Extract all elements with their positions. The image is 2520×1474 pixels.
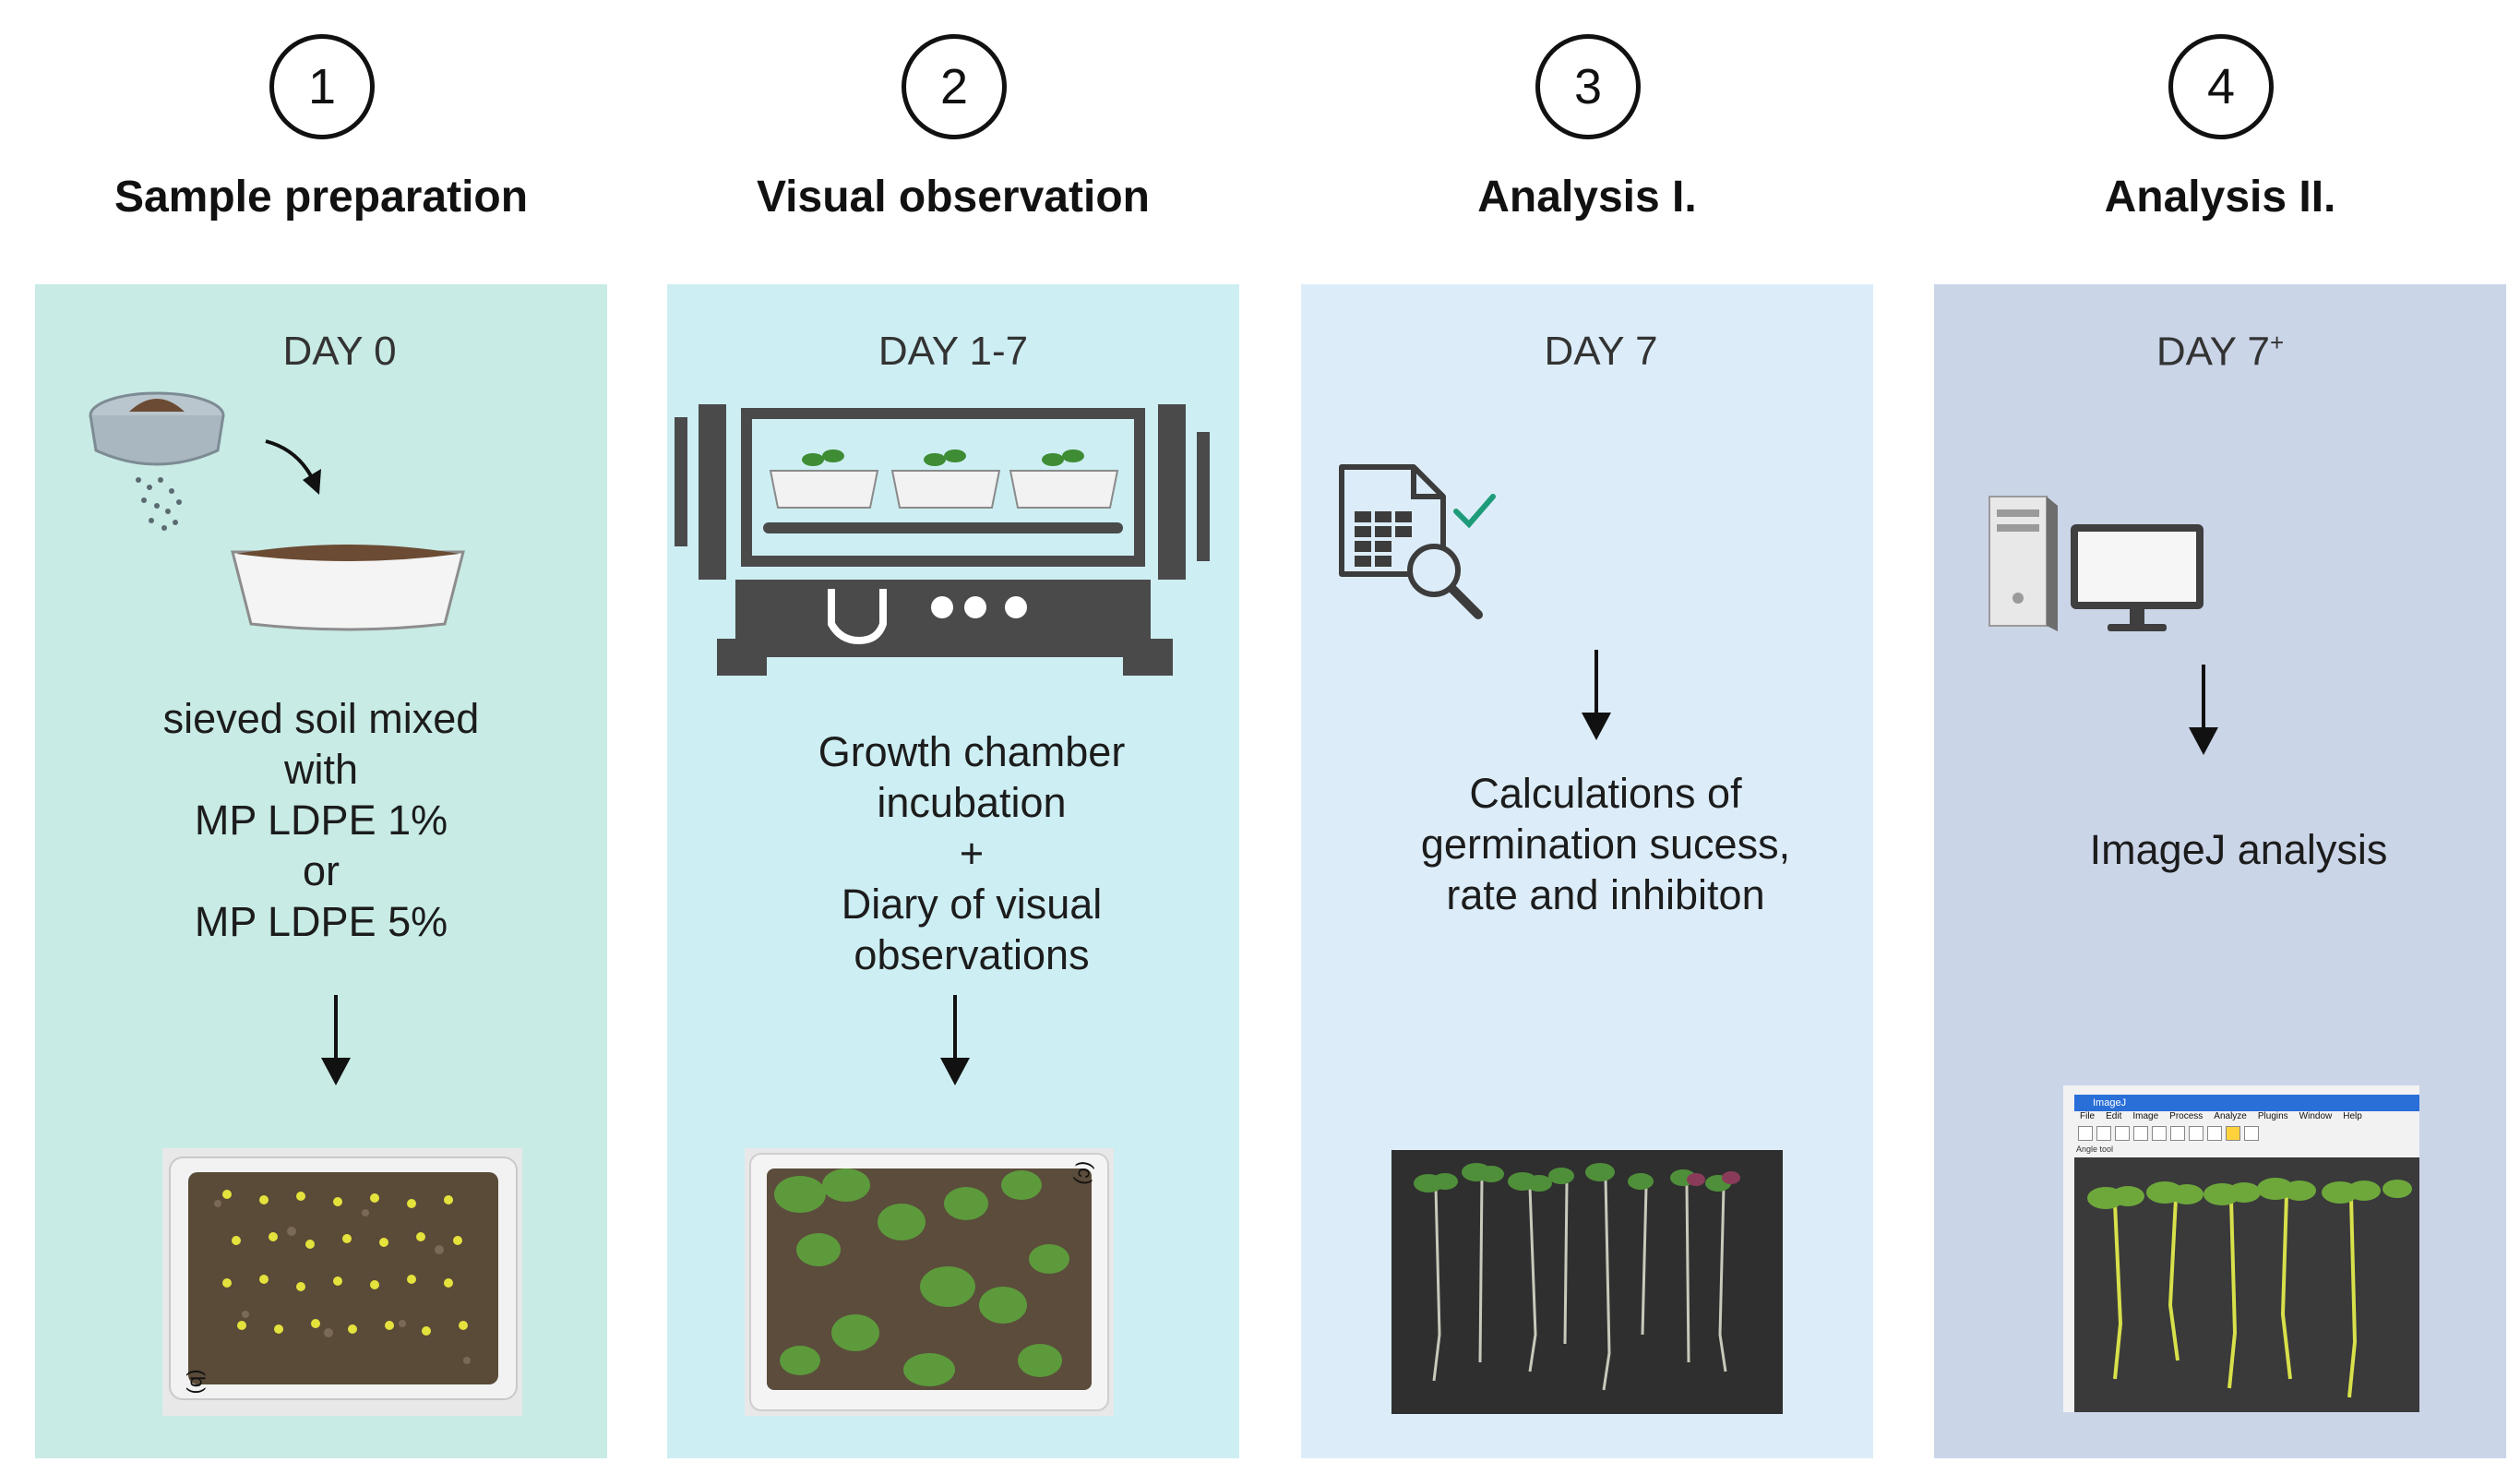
imagej-status: Angle tool bbox=[2076, 1144, 2114, 1154]
soil-tray-photo: (b) bbox=[162, 1148, 522, 1416]
step-title: Sample preparation bbox=[113, 173, 529, 222]
tool-button[interactable] bbox=[2226, 1126, 2240, 1141]
step-panel: DAY 1-7 Growth chamber bbox=[667, 284, 1239, 1458]
step-description: Calculations of germination sucess, rate… bbox=[1420, 770, 1791, 918]
step-sample-preparation: 1 Sample preparation DAY 0 sieved soil m… bbox=[35, 0, 607, 1474]
tool-button[interactable] bbox=[2207, 1126, 2222, 1141]
down-arrow bbox=[321, 995, 351, 1085]
step-number-circle: 3 bbox=[1535, 34, 1641, 139]
menu-plugins[interactable]: Plugins bbox=[2257, 1111, 2288, 1121]
imagej-toolbar bbox=[2074, 1126, 2419, 1143]
seedlings-roots-photo bbox=[1391, 1150, 1783, 1414]
step-panel: DAY 7+ ImageJ analysis ImageJ File Edit … bbox=[1934, 284, 2506, 1458]
step-panel: DAY 0 sieved soil mixed with MP LDPE 1% … bbox=[35, 284, 607, 1458]
step-analysis-1: 3 Analysis I. DAY 7 Calculations of germ… bbox=[1301, 0, 1873, 1474]
down-arrow bbox=[1582, 650, 1611, 740]
step-title: Visual observation bbox=[757, 173, 1150, 222]
spreadsheet-magnifier-icon bbox=[1339, 464, 1496, 619]
menu-process[interactable]: Process bbox=[2169, 1111, 2204, 1121]
day-label: DAY 7 bbox=[1544, 329, 1658, 374]
tool-button[interactable] bbox=[2189, 1126, 2204, 1141]
tool-button[interactable] bbox=[2078, 1126, 2093, 1141]
step-description: Growth chamber incubation + Diary of vis… bbox=[818, 728, 1126, 978]
photo-label: (c) bbox=[1072, 1159, 1100, 1187]
menu-image[interactable]: Image bbox=[2132, 1111, 2159, 1121]
step-title: Analysis I. bbox=[1477, 173, 1697, 222]
imagej-screenshot: ImageJ File Edit Image Process Analyze P… bbox=[2063, 1085, 2419, 1412]
step-title: Analysis II. bbox=[2104, 173, 2336, 222]
menu-window[interactable]: Window bbox=[2299, 1111, 2333, 1121]
photo-label: (b) bbox=[185, 1369, 209, 1395]
growth-chamber-icon bbox=[675, 404, 1210, 676]
down-arrow bbox=[940, 995, 970, 1085]
step-panel: DAY 7 Calculations of germination sucess… bbox=[1301, 284, 1873, 1458]
menu-file[interactable]: File bbox=[2080, 1111, 2096, 1121]
day-label: DAY 1-7 bbox=[878, 329, 1029, 374]
step-number-circle: 4 bbox=[2168, 34, 2274, 139]
tool-button[interactable] bbox=[2170, 1126, 2185, 1141]
step-number-circle: 2 bbox=[902, 34, 1007, 139]
day-label: DAY 7+ bbox=[2156, 329, 2285, 375]
menu-help[interactable]: Help bbox=[2343, 1111, 2362, 1121]
day-label: DAY 0 bbox=[282, 329, 397, 374]
tool-button[interactable] bbox=[2133, 1126, 2148, 1141]
step-analysis-2: 4 Analysis II. DAY 7+ ImageJ analysis Im… bbox=[1934, 0, 2506, 1474]
tool-button[interactable] bbox=[2115, 1126, 2130, 1141]
menu-analyze[interactable]: Analyze bbox=[2214, 1111, 2247, 1121]
soil-tray-icon bbox=[231, 545, 465, 631]
tool-button[interactable] bbox=[2152, 1126, 2167, 1141]
step-visual-observation: 2 Visual observation DAY 1-7 bbox=[667, 0, 1239, 1474]
down-arrow bbox=[2189, 665, 2218, 755]
imagej-menubar: File Edit Image Process Analyze Plugins … bbox=[2074, 1111, 2419, 1124]
tool-button[interactable] bbox=[2244, 1126, 2259, 1141]
step-description: sieved soil mixed with MP LDPE 1% or MP … bbox=[162, 695, 480, 945]
step-number-circle: 1 bbox=[269, 34, 375, 139]
day-superscript: + bbox=[2269, 329, 2285, 356]
step-description: ImageJ analysis bbox=[2089, 826, 2388, 873]
sieve-icon bbox=[89, 391, 321, 531]
menu-edit[interactable]: Edit bbox=[2106, 1111, 2122, 1121]
seedlings-tray-photo: (c) bbox=[745, 1148, 1114, 1416]
tool-button[interactable] bbox=[2096, 1126, 2111, 1141]
imagej-seedlings-image bbox=[2074, 1157, 2419, 1412]
computer-icon bbox=[1989, 496, 2204, 631]
imagej-titlebar: ImageJ bbox=[2074, 1095, 2419, 1111]
